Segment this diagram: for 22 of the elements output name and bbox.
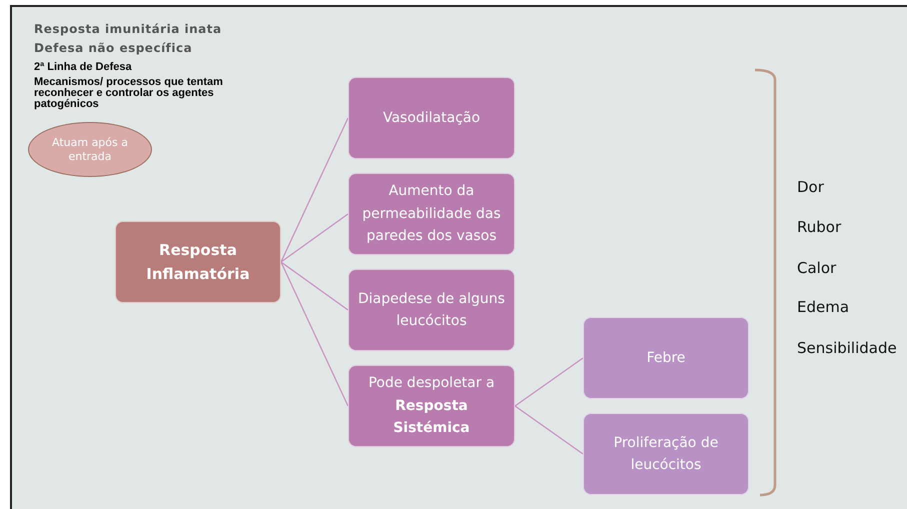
connector-line bbox=[280, 118, 349, 262]
subtitle: Defesa não específica bbox=[34, 41, 194, 55]
process-box: Vasodilatação bbox=[348, 77, 515, 159]
connector-line bbox=[280, 214, 348, 262]
symptom-label: Edema bbox=[797, 298, 850, 316]
process-box: Proliferação de leucócitos bbox=[583, 413, 749, 495]
process-box: Pode despoletar a Resposta Sistémica bbox=[348, 365, 515, 447]
process-box: Aumento da permeabilidade das paredes dos vasos bbox=[348, 173, 515, 255]
connector-line bbox=[280, 262, 348, 310]
heading: 2ª Linha de Defesa bbox=[34, 61, 133, 73]
symptom-label: Sensibilidade bbox=[797, 339, 898, 357]
connector-line bbox=[280, 262, 349, 406]
process-box: Resposta Inflamatória bbox=[115, 221, 281, 303]
symptom-label: Rubor bbox=[797, 218, 842, 236]
connector-line bbox=[514, 358, 584, 406]
process-box: Febre bbox=[583, 317, 749, 399]
symptom-label: Calor bbox=[797, 259, 838, 277]
title: Resposta imunitária inata bbox=[34, 22, 222, 36]
process-box: Diapedese de alguns leucócitos bbox=[348, 269, 515, 351]
description: Mecanismos/ processos que tentam reconhecer e controlar os agentes patogénicos bbox=[34, 77, 224, 110]
connector-line bbox=[514, 406, 584, 454]
symptom-label: Dor bbox=[797, 178, 825, 196]
